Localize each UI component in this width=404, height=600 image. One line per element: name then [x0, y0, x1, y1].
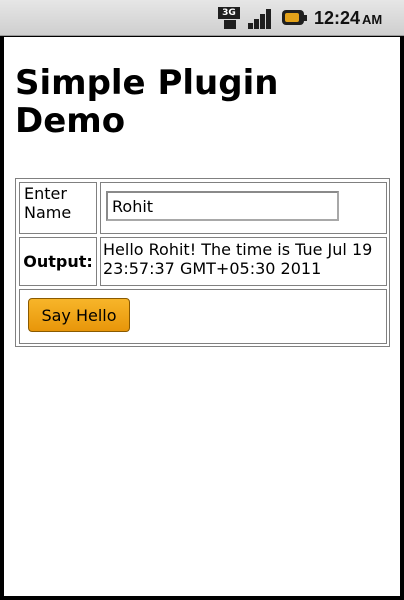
output-text: Hello Rohit! The time is Tue Jul 19 23:5… — [103, 240, 373, 278]
page-title: Simple Plugin Demo — [15, 63, 279, 141]
name-input-cell — [100, 182, 387, 234]
output-cell: Hello Rohit! The time is Tue Jul 19 23:5… — [100, 237, 387, 286]
battery-icon — [282, 7, 308, 29]
clock-time: 12:24 — [314, 8, 361, 28]
name-label: Enter Name — [19, 182, 97, 234]
name-input[interactable] — [106, 191, 339, 221]
network-3g-icon: 3G — [218, 7, 244, 29]
button-cell: Say Hello — [19, 289, 387, 344]
clock-ampm: AM — [362, 12, 383, 27]
say-hello-button[interactable]: Say Hello — [28, 298, 130, 332]
signal-strength-icon — [248, 7, 274, 29]
data-arrows-icon — [224, 20, 236, 29]
output-label-cell: Output: — [19, 237, 97, 286]
network-label: 3G — [218, 7, 240, 19]
form-table: Enter Name Output: Hello Rohit! The time… — [15, 178, 390, 347]
webview-content: Simple Plugin Demo Enter Name Output: He… — [4, 37, 400, 596]
output-label: Output: — [23, 252, 93, 271]
